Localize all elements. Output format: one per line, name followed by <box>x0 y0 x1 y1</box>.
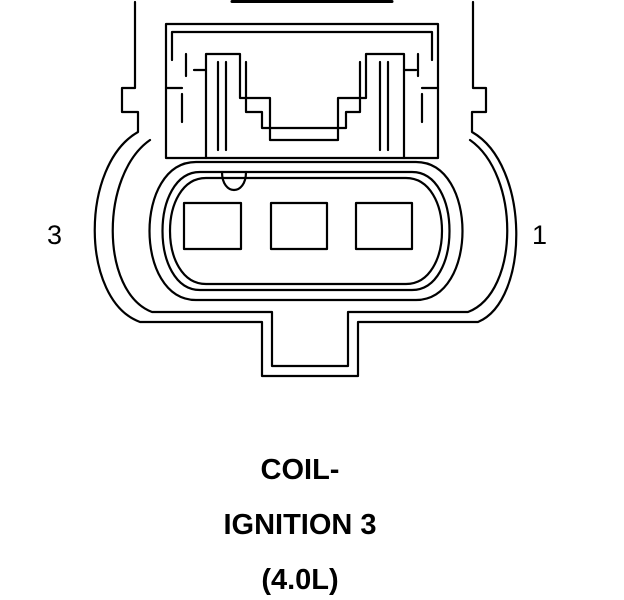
latch-slots <box>216 60 390 152</box>
caption-line-2: IGNITION 3 <box>223 509 377 541</box>
pin-label-1: 1 <box>532 220 548 250</box>
cavity-outer-oval <box>148 160 464 302</box>
caption-line-1: COIL- <box>260 454 340 486</box>
cavity-inner-oval <box>161 170 451 292</box>
terminal-cavity-2 <box>269 201 329 251</box>
terminal-cavity-1 <box>354 201 414 251</box>
terminal-cavity-3 <box>182 201 243 251</box>
pin-label-3: 3 <box>47 220 63 250</box>
connector-housing-outline <box>93 0 518 378</box>
connector-inner-rim <box>111 138 509 368</box>
latch-block <box>164 22 440 160</box>
cavity-innermost-oval <box>169 176 443 286</box>
latch-inner <box>204 52 406 160</box>
latch-inner-2 <box>164 52 440 130</box>
polarizing-key <box>220 170 248 191</box>
caption-line-3: (4.0L) <box>261 564 339 596</box>
latch-top-rim <box>170 30 434 62</box>
